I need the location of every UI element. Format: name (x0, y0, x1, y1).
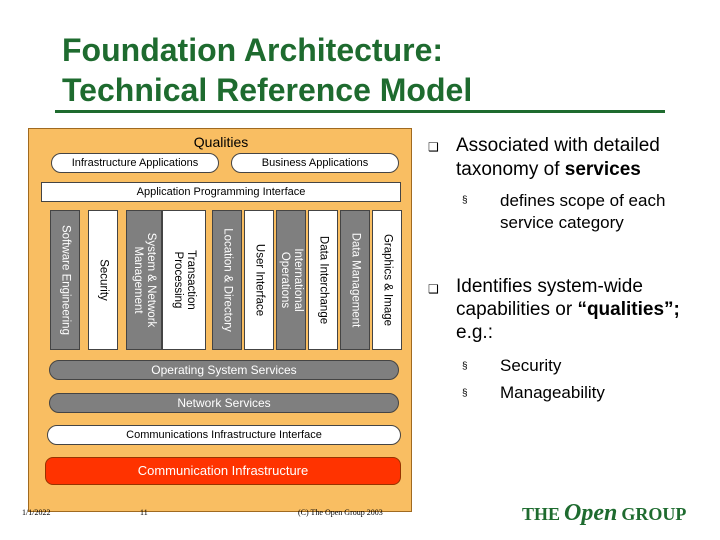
os-services-bar: Operating System Services (49, 360, 399, 380)
column-label: System & Network Management (132, 232, 157, 328)
network-services-bar: Network Services (49, 393, 399, 413)
sub-bullet-1-marker: § (462, 195, 468, 206)
comm-infrastructure-bar: Communication Infrastructure (45, 457, 401, 485)
title-line-2: Technical Reference Model (62, 72, 473, 108)
column-label: Graphics & Image (381, 233, 394, 327)
column-international-operations: International Operations (276, 210, 306, 350)
open-group-logo: THE Open GROUP (522, 500, 686, 527)
column-label: Data Management (349, 232, 362, 328)
qualities-label: Qualities (193, 134, 249, 150)
footer-copyright: (C) The Open Group 2003 (298, 508, 383, 517)
column-label: Transaction Processing (172, 250, 197, 310)
bullet-2-text: Identifies system-wide capabilities or (456, 276, 643, 320)
sub-bullet-2: Security (500, 356, 562, 375)
column-label: Data Interchange (317, 235, 330, 325)
bullet-2-bold: “qualities”; (577, 299, 680, 320)
column-location-directory: Location & Directory (212, 210, 242, 350)
comm-interface-bar: Communications Infrastructure Interface (47, 425, 401, 445)
column-label: Software Engineering (59, 225, 72, 335)
column-transaction-processing: Transaction Processing (162, 210, 206, 350)
column-label: International Operations (279, 248, 304, 312)
column-system-network-management: System & Network Management (126, 210, 162, 350)
api-bar: Application Programming Interface (41, 182, 401, 202)
bullet-1: Associated with detailed taxonomy of ser… (456, 134, 706, 182)
sub-bullet-3: Manageability (500, 383, 605, 402)
logo-open: Open (564, 500, 618, 526)
logo-group: GROUP (621, 504, 687, 524)
logo-the: THE (522, 504, 561, 524)
bullet-2-tail: e.g.: (456, 322, 493, 343)
bullet-1-marker: ❑ (428, 140, 439, 154)
bullet-1-bold: services (564, 159, 641, 180)
bullet-2-marker: ❑ (428, 282, 439, 296)
column-label: Location & Directory (221, 228, 234, 332)
sub-bullet-1: defines scope of each service category (500, 191, 666, 232)
slide-title: Foundation Architecture: Technical Refer… (62, 30, 472, 110)
column-data-management: Data Management (340, 210, 370, 350)
column-data-interchange: Data Interchange (308, 210, 338, 350)
column-user-interface: User Interface (244, 210, 274, 350)
infrastructure-apps-pill: Infrastructure Applications (51, 153, 219, 173)
column-label: User Interface (253, 243, 266, 317)
column-security: Security (88, 210, 118, 350)
bullet-2: Identifies system-wide capabilities or “… (456, 275, 706, 344)
footer-date: 1/1/2022 (22, 508, 51, 517)
title-line-1: Foundation Architecture: (62, 32, 444, 68)
column-label: Security (97, 259, 110, 301)
column-graphics-image: Graphics & Image (372, 210, 402, 350)
footer-page-number: 11 (140, 508, 148, 517)
sub-bullet-2-marker: § (462, 361, 468, 372)
column-software-engineering: Software Engineering (50, 210, 80, 350)
business-apps-pill: Business Applications (231, 153, 399, 173)
title-underline (55, 110, 665, 113)
sub-bullet-3-marker: § (462, 388, 468, 399)
bullet-1-text: Associated with detailed taxonomy of (456, 135, 660, 180)
